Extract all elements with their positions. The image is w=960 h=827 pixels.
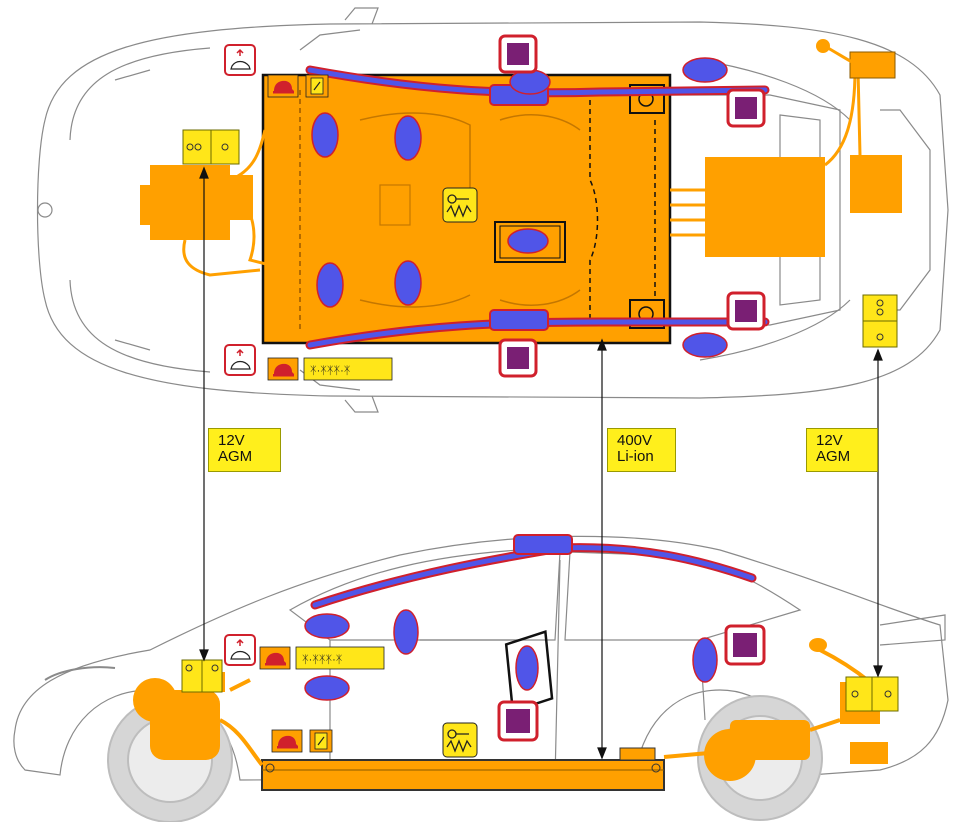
leader-lines (199, 166, 883, 760)
airbag-row-icon: ᛡ·ᛡᛡᛡ·ᛡ (303, 357, 393, 381)
top-view-front-motor (140, 129, 271, 277)
top-view-airbag-ovals (311, 57, 728, 358)
side-view-curtain-airbag (310, 534, 757, 610)
side-view-knee-airbag-frame (504, 630, 554, 713)
side-view-hv-battery (261, 747, 665, 791)
seatbelt-pretensioner-icon (442, 187, 478, 223)
top-view-rear-12v-battery (862, 294, 898, 348)
fire-helmet-icon (267, 74, 299, 98)
top-view-rear-motor (670, 39, 902, 257)
side-view-airbag-ovals (304, 609, 718, 701)
top-view-crash-sensors (498, 34, 766, 378)
hood-release-icon (224, 634, 256, 666)
svg-text:ᛡ·ᛡᛡᛡ·ᛡ: ᛡ·ᛡᛡᛡ·ᛡ (310, 365, 351, 377)
top-view-front-12v-battery (182, 129, 240, 165)
side-view-rear-motor (663, 638, 888, 781)
fire-helmet-icon (259, 646, 291, 670)
top-view-knee-airbag-frame (494, 221, 566, 263)
side-view-crash-sensors (497, 624, 766, 742)
fire-helmet-icon (267, 357, 299, 381)
airbag-row-icon: ᛡ·ᛡᛡᛡ·ᛡ (295, 646, 385, 670)
label-12v-agm-front: 12V AGM (208, 428, 281, 472)
side-view-front-12v-battery (181, 659, 223, 693)
label-12v-agm-rear: 12V AGM (806, 428, 878, 472)
hood-release-icon (224, 44, 256, 76)
fire-helmet-icon (271, 729, 303, 753)
top-view-curtain-airbags (305, 65, 770, 350)
hood-release-icon (224, 344, 256, 376)
gas-strut-icon (309, 729, 333, 753)
svg-text:ᛡ·ᛡᛡᛡ·ᛡ: ᛡ·ᛡᛡᛡ·ᛡ (302, 654, 343, 666)
label-400v-li-ion: 400V Li-ion (607, 428, 676, 472)
gas-strut-icon (305, 74, 329, 98)
seatbelt-pretensioner-icon (442, 722, 478, 758)
side-view-rear-12v-battery (845, 676, 899, 712)
